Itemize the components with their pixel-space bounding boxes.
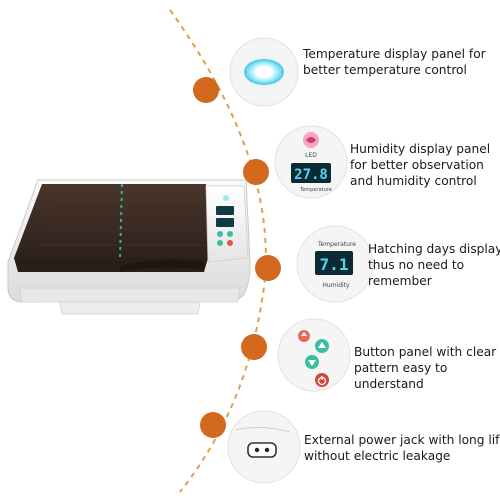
incubator-product — [7, 179, 251, 315]
feature-text-power-jack: External power jack with long life, with… — [304, 432, 500, 464]
days-top-label: Temperature — [317, 241, 356, 248]
feature-dot-4 — [241, 334, 267, 360]
days-caption: Humidity — [322, 282, 350, 289]
humidity-display-value: 27.8 — [294, 167, 328, 183]
down-arrow-icon — [305, 355, 319, 369]
feature-line: understand — [354, 377, 424, 391]
feature-line: thus no need to — [368, 258, 465, 272]
days-display-value: 7.1 — [320, 255, 349, 274]
detail-power-jack — [227, 410, 301, 484]
udder-logo-icon — [303, 132, 319, 148]
feature-text-hatching-days: Hatching days display thus no need to re… — [368, 241, 500, 289]
feature-line: Hatching days display — [368, 242, 500, 256]
feature-line: remember — [368, 274, 432, 288]
feature-line: and humidity control — [350, 174, 477, 188]
feature-dot-2 — [243, 159, 269, 185]
feature-text-button-panel: Button panel with clear pattern easy to … — [354, 344, 496, 392]
feature-line: Humidity display panel — [350, 142, 491, 156]
feature-text-temperature: Temperature display panel for better tem… — [303, 46, 486, 78]
feature-line: Button panel with clear — [354, 345, 497, 359]
feature-line: External power jack with long life, — [304, 433, 500, 447]
humidity-mode-label: LED — [305, 152, 317, 159]
feature-line: without electric leakage — [304, 449, 451, 463]
power-icon — [315, 373, 329, 387]
feature-line: Temperature display panel for — [303, 47, 486, 61]
feature-line: for better observation — [350, 158, 484, 172]
feature-line: pattern easy to — [354, 361, 448, 375]
humidity-caption: Temperature — [299, 187, 332, 193]
detail-led-panel — [229, 37, 299, 107]
feature-dot-1 — [193, 77, 219, 103]
udder-logo-icon — [298, 330, 310, 342]
dc-power-jack-icon — [247, 442, 277, 458]
feature-dot-5 — [200, 412, 226, 438]
detail-humidity-panel: LED 27.8 Temperature — [274, 125, 348, 199]
detail-days-panel: Temperature 7.1 Humidity — [296, 225, 374, 303]
detail-button-panel — [277, 318, 351, 392]
feature-dot-3 — [255, 255, 281, 281]
feature-line: better temperature control — [303, 63, 467, 77]
feature-text-humidity: Humidity display panel for better observ… — [350, 141, 490, 189]
up-arrow-icon — [315, 339, 329, 353]
